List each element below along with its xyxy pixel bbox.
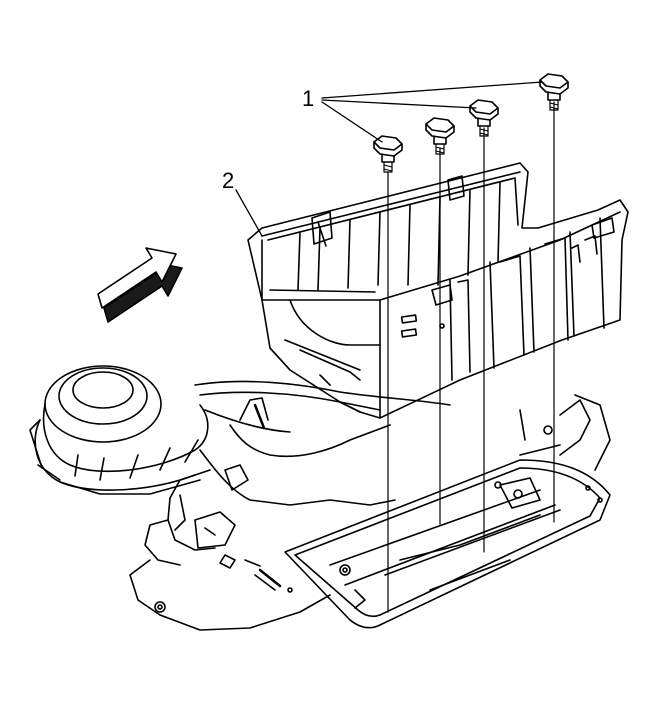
strut-tower: [29, 365, 209, 495]
bolt: [469, 99, 499, 137]
bolt: [425, 117, 455, 155]
bolt: [539, 73, 569, 111]
bolt: [373, 135, 403, 173]
battery-tray: [247, 162, 629, 419]
tray-mounting-surface: [284, 394, 611, 629]
callout-1-label: 1: [302, 86, 315, 111]
bolt-guide-lines: [387, 101, 555, 613]
vehicle-body-structure: [129, 380, 451, 631]
front-of-vehicle-arrow-icon: [97, 247, 183, 323]
callout-2-label: 2: [222, 168, 235, 193]
callout-leader-lines: [235, 81, 543, 237]
